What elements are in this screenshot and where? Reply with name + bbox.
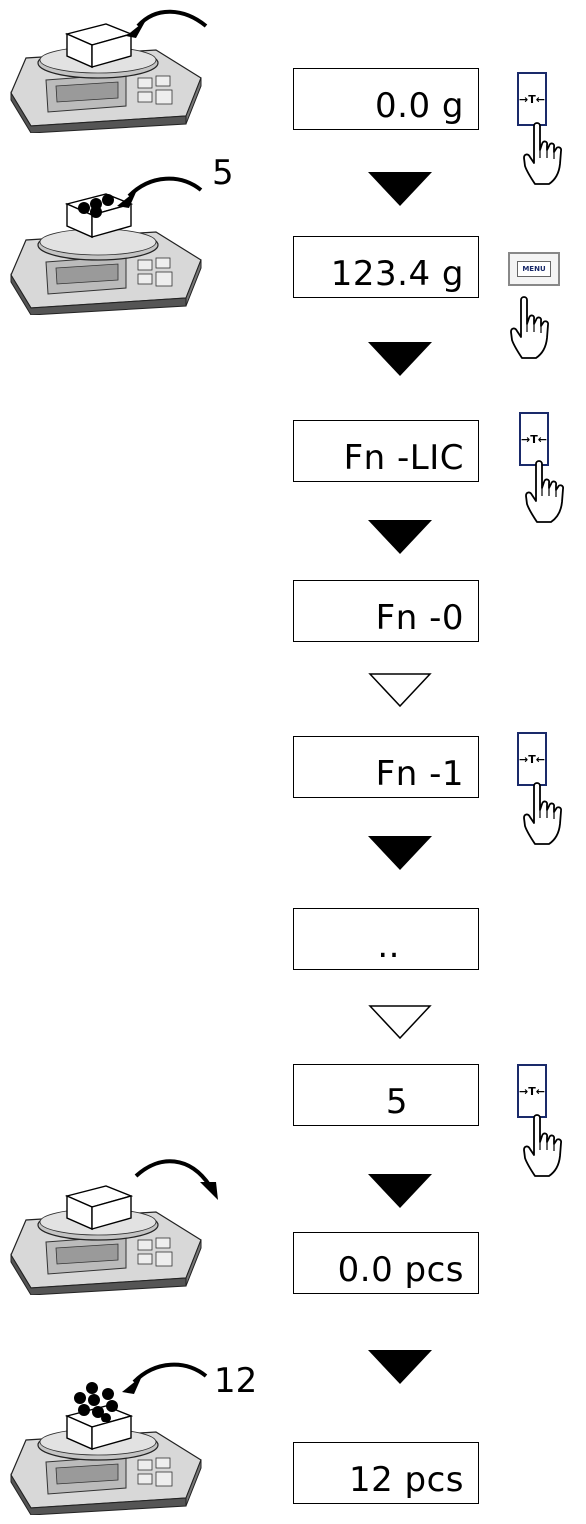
sample-parts-icon bbox=[74, 1382, 118, 1422]
display-reading: 0.0 pcs bbox=[337, 1250, 464, 1290]
display-reading: 0.0 g bbox=[375, 86, 464, 126]
pointing-hand-icon bbox=[523, 782, 565, 846]
scale-display: Fn -LIC bbox=[293, 420, 479, 482]
tare-key-button[interactable]: →T← bbox=[519, 412, 549, 466]
scale-with-sample-box-image bbox=[6, 176, 206, 315]
scale-display: Fn -1 bbox=[293, 736, 479, 798]
scale-display: 5 bbox=[293, 1064, 479, 1126]
display-reading: 123.4 g bbox=[330, 254, 464, 294]
arrow-down-hollow-icon bbox=[368, 1005, 432, 1040]
scale-display: 0.0 pcs bbox=[293, 1232, 479, 1294]
tare-key-button[interactable]: →T← bbox=[517, 732, 547, 786]
display-reading: 12 pcs bbox=[348, 1460, 464, 1500]
display-reading: Fn -0 bbox=[375, 598, 464, 638]
sample-parts-icon bbox=[78, 194, 114, 218]
display-reading: Fn -1 bbox=[375, 754, 464, 794]
scale-with-empty-box-image bbox=[6, 1159, 218, 1295]
curved-arrow-icon bbox=[117, 176, 203, 208]
tare-key-button[interactable]: →T← bbox=[517, 1064, 547, 1118]
scale-with-empty-box-image bbox=[6, 8, 208, 133]
pointing-hand-icon bbox=[525, 460, 567, 524]
display-reading: 5 bbox=[385, 1082, 408, 1122]
scale-with-parts-box-image bbox=[6, 1362, 208, 1515]
arrow-down-icon bbox=[368, 520, 432, 554]
sample-count-label: 5 bbox=[212, 153, 234, 193]
scale-display: .. bbox=[293, 908, 479, 970]
arrow-down-icon bbox=[368, 172, 432, 206]
arrow-down-icon bbox=[368, 342, 432, 376]
pointing-hand-icon bbox=[523, 122, 565, 186]
curved-arrow-icon bbox=[134, 1159, 218, 1200]
scale-display: 12 pcs bbox=[293, 1442, 479, 1504]
sample-count-label: 12 bbox=[214, 1361, 258, 1401]
arrow-down-icon bbox=[368, 1350, 432, 1384]
menu-key-label: MENU bbox=[517, 261, 551, 277]
pointing-hand-icon bbox=[523, 1114, 565, 1178]
menu-key-button[interactable]: MENU bbox=[508, 252, 560, 286]
arrow-down-hollow-icon bbox=[368, 673, 432, 708]
arrow-down-icon bbox=[368, 1174, 432, 1208]
curved-arrow-icon bbox=[126, 9, 208, 38]
scale-display: 0.0 g bbox=[293, 68, 479, 130]
curved-arrow-icon bbox=[122, 1362, 208, 1394]
arrow-down-icon bbox=[368, 836, 432, 870]
display-reading: .. bbox=[377, 926, 400, 966]
scale-display: Fn -0 bbox=[293, 580, 479, 642]
tare-key-button[interactable]: →T← bbox=[517, 72, 547, 126]
scale-display: 123.4 g bbox=[293, 236, 479, 298]
pointing-hand-icon bbox=[510, 296, 552, 360]
display-reading: Fn -LIC bbox=[343, 438, 464, 478]
